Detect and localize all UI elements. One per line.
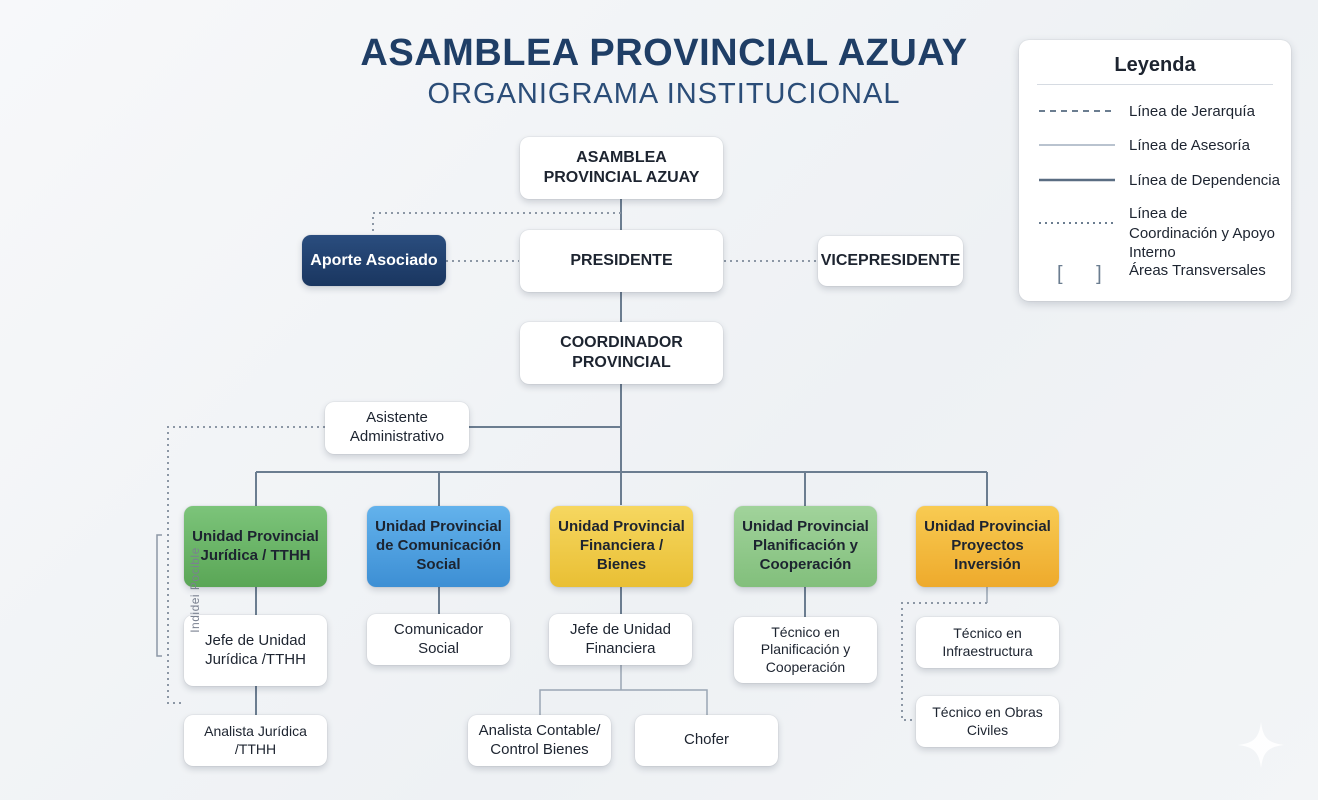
side-bracket <box>156 534 162 657</box>
legend-title: Leyenda <box>1114 54 1196 76</box>
node-tecnico-infraestructura[interactable]: Técnico en Infraestructura <box>916 617 1059 668</box>
sparkle-icon <box>1238 722 1284 768</box>
side-label: Indidei Pocible <box>188 547 202 633</box>
node-unidad-financiera[interactable]: Unidad Provincial Financiera / Bienes <box>550 506 693 587</box>
legend-swatches <box>1039 110 1115 224</box>
legend-item-transversales: Áreas Transversales <box>1129 262 1266 279</box>
node-aporte-asociado[interactable]: Aporte Asociado <box>302 235 446 286</box>
dotted-asamblea-aporte <box>372 212 621 236</box>
legend-item-asesoria: Línea de Asesoría <box>1129 137 1250 154</box>
legend-panel: Leyenda Línea de Jerarquía Línea de Ases… <box>1019 40 1291 301</box>
node-unidad-proyectos[interactable]: Unidad Provincial Proyectos Inversión <box>916 506 1059 587</box>
node-asamblea[interactable]: ASAMBLEA PROVINCIAL AZUAY <box>520 137 723 199</box>
line-financiera-children <box>539 665 708 715</box>
node-unidad-juridica[interactable]: Unidad Provincial Jurídica / TTHH <box>184 506 327 587</box>
legend-divider <box>1037 84 1273 85</box>
legend-bracket-icon: [ ] <box>1057 263 1116 285</box>
node-unidad-planificacion[interactable]: Unidad Provincial Planificación y Cooper… <box>734 506 877 587</box>
node-analista-juridica[interactable]: Analista Jurídica /TTHH <box>184 715 327 766</box>
node-jefe-financiera[interactable]: Jefe de Unidad Financiera <box>549 614 692 665</box>
legend-item-jerarquia: Línea de Jerarquía <box>1129 103 1255 120</box>
node-coordinador[interactable]: COORDINADOR PROVINCIAL <box>520 322 723 384</box>
node-asistente[interactable]: Asistente Administrativo <box>325 402 469 454</box>
node-vicepresidente[interactable]: VICEPRESIDENTE <box>818 236 963 286</box>
page-subtitle: ORGANIGRAMA INSTITUCIONAL <box>427 78 901 110</box>
page-title: ASAMBLEA PROVINCIAL AZUAY <box>360 32 968 74</box>
node-presidente[interactable]: PRESIDENTE <box>520 230 723 292</box>
node-unidad-comunicacion[interactable]: Unidad Provincial de Comunicación Social <box>367 506 510 587</box>
dotted-asistente-side <box>167 426 325 704</box>
legend-item-coordinacion: Línea de Coordinación y Apoyo Interno <box>1129 205 1275 261</box>
node-chofer[interactable]: Chofer <box>635 715 778 766</box>
node-analista-contable[interactable]: Analista Contable/ Control Bienes <box>468 715 611 766</box>
dotted-proyectos-tecnicos <box>901 602 987 721</box>
node-jefe-juridica[interactable]: Jefe de Unidad Jurídica /TTHH <box>184 615 327 686</box>
node-tecnico-obras[interactable]: Técnico en Obras Civiles <box>916 696 1059 747</box>
node-tecnico-planificacion[interactable]: Técnico en Planificación y Cooperación <box>734 617 877 683</box>
node-comunicador[interactable]: Comunicador Social <box>367 614 510 665</box>
legend-item-dependencia: Línea de Dependencia <box>1129 172 1280 189</box>
